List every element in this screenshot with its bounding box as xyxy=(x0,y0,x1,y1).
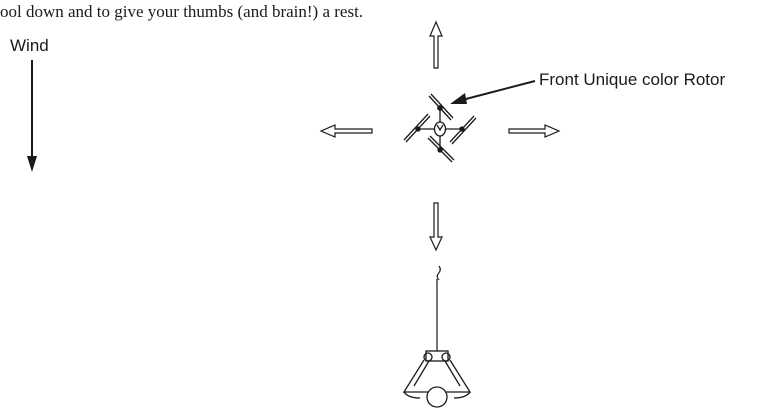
arrow-down xyxy=(429,202,443,252)
left-rotor xyxy=(403,113,431,143)
wind-arrow xyxy=(27,60,37,172)
right-rotor xyxy=(449,115,477,145)
arrow-right xyxy=(508,124,561,138)
pilot-icon xyxy=(402,350,472,408)
rear-rotor xyxy=(427,135,455,163)
arrow-up xyxy=(429,20,443,69)
quadcopter-icon xyxy=(403,93,477,163)
front-rotor-pointer xyxy=(450,80,536,104)
front-rotor-label: Front Unique color Rotor xyxy=(539,70,726,89)
front-rotor xyxy=(428,93,454,121)
arrow-left xyxy=(319,124,373,138)
transmitter-antenna-icon xyxy=(436,265,441,352)
body-text: ool down and to give your thumbs (and br… xyxy=(0,2,364,21)
wind-label: Wind xyxy=(10,36,49,55)
